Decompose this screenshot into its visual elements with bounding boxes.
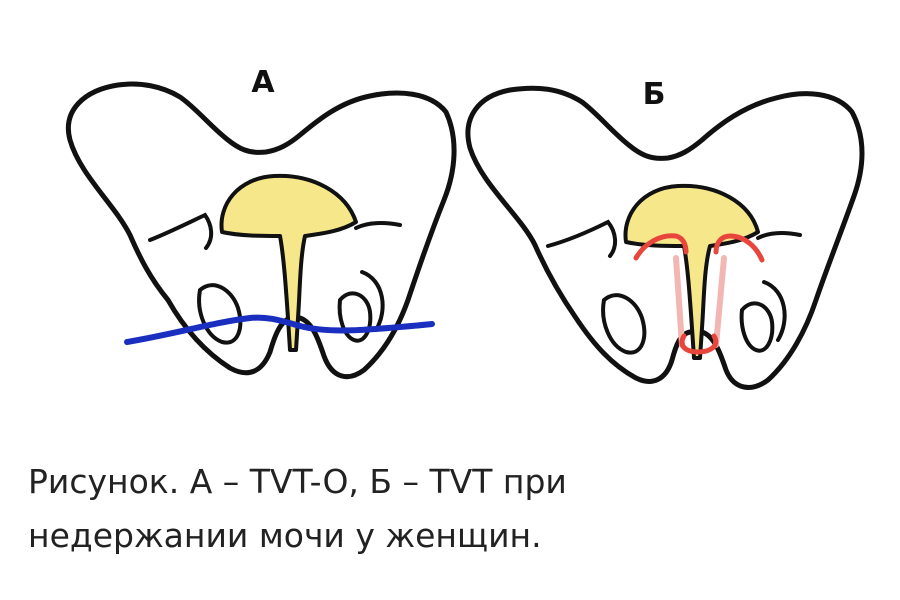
pubic-curve-a-right	[360, 270, 385, 332]
tvt-tape-arc-left	[633, 233, 689, 261]
pelvis-diagram: А Б	[66, 65, 865, 390]
obturator-foramen-a-right	[337, 291, 373, 343]
pelvis-inner-curve-a-left	[148, 212, 214, 250]
panel-a-label: А	[251, 65, 275, 100]
tvt-tape-arc-right	[713, 233, 765, 263]
tvt-tape-path-left	[673, 255, 685, 348]
pelvis-inner-curve-a-right	[354, 221, 402, 230]
panel-a: А	[66, 65, 457, 380]
bladder-a	[219, 173, 358, 352]
obturator-foramen-b-left	[601, 293, 647, 355]
obturator-foramen-b-right	[739, 301, 775, 353]
tvt-tape-sling	[679, 333, 719, 355]
panel-b: Б	[465, 77, 865, 390]
pelvis-inner-curve-b-right	[756, 231, 802, 240]
pubic-curve-b-right	[762, 280, 787, 342]
figure-caption: Рисунок. А – TVT-O, Б – TVT при недержан…	[28, 455, 878, 563]
tvto-tape	[124, 314, 435, 345]
pelvis-inner-curve-b-left	[546, 219, 617, 258]
obturator-foramen-a-left	[197, 283, 243, 345]
tvt-tape-path-right	[713, 255, 727, 348]
caption-line-2: недержании мочи у женщин.	[28, 516, 542, 555]
panel-b-label: Б	[643, 77, 666, 112]
caption-line-1: Рисунок. А – TVT-O, Б – TVT при	[28, 462, 567, 501]
